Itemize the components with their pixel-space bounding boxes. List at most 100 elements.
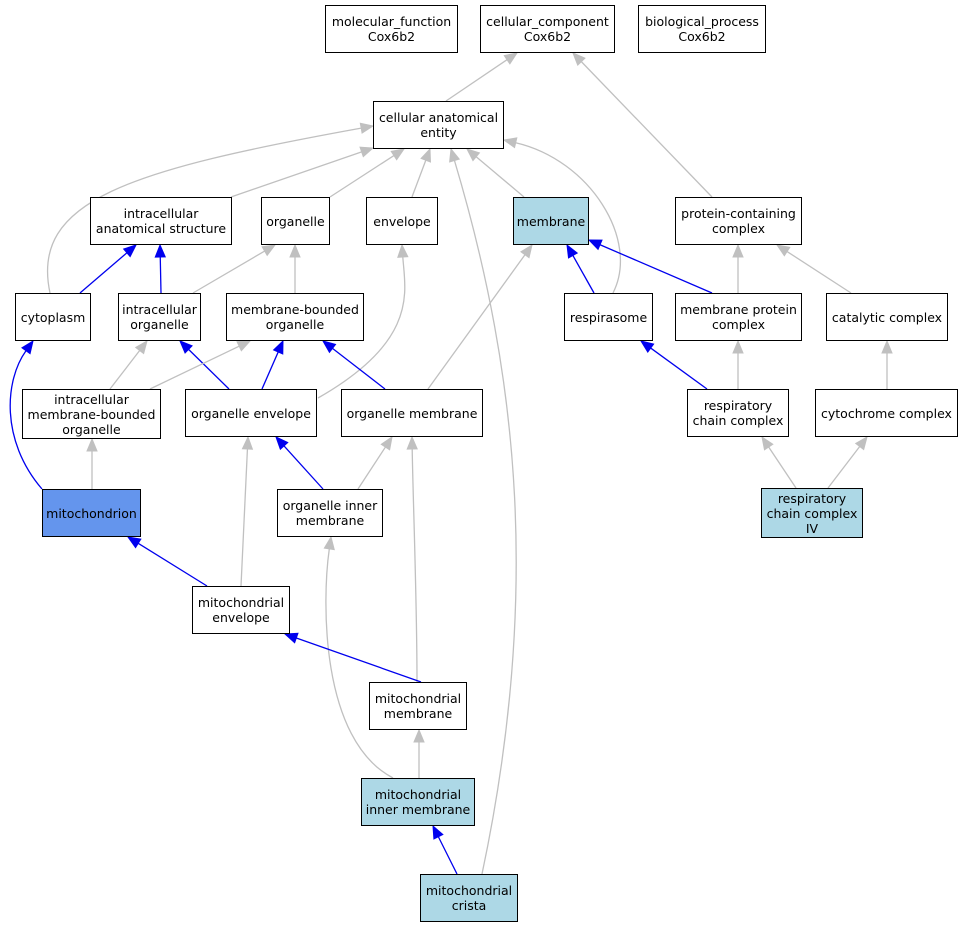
node-intracellular-organelle[interactable]: intracellular organelle [118, 293, 201, 341]
edge-line [580, 61, 713, 198]
node-mitochondrial-crista[interactable]: mitochondrial crista [420, 874, 518, 922]
node-cellular-component[interactable]: cellular_component Cox6b2 [480, 5, 615, 53]
edge-omem-to-mbo-part_of [321, 340, 386, 390]
edge-ias-to-cae-is_a [230, 146, 375, 198]
edge-line [192, 250, 265, 294]
edge-arrowhead [236, 340, 252, 352]
node-biological-process[interactable]: biological_process Cox6b2 [638, 5, 766, 53]
edge-line [599, 244, 713, 294]
node-respiratory-chain-complex[interactable]: respiratory chain complex [687, 389, 789, 437]
edge-arrowhead [86, 437, 98, 452]
edge-mcrista-to-mim-part_of [432, 824, 458, 875]
edge-arrowhead [466, 148, 481, 162]
edge-line [159, 256, 162, 294]
edge-line [109, 350, 141, 390]
edge-line [137, 542, 208, 587]
edge-oim-to-oenv-part_of [275, 436, 324, 490]
node-protein-containing-complex[interactable]: protein-containing complex [675, 197, 802, 245]
edge-line [453, 160, 517, 875]
edge-arrowhead [881, 339, 893, 354]
edge-line [427, 254, 526, 390]
edge-respirasome-to-membrane-part_of [566, 243, 595, 294]
edge-arrowhead [420, 147, 431, 163]
edge-line [827, 446, 861, 489]
edge-arrowhead [397, 243, 409, 258]
node-mitochondrial-membrane[interactable]: mitochondrial membrane [369, 682, 467, 730]
edge-mmem-to-omem-is_a [406, 435, 418, 683]
node-mitochondrial-envelope[interactable]: mitochondrial envelope [192, 586, 290, 634]
edge-imbo-to-io-is_a [109, 339, 148, 390]
edge-line [188, 348, 230, 390]
edge-arrowhead [449, 147, 461, 163]
node-cytochrome-complex[interactable]: cytochrome complex [815, 389, 958, 437]
edge-arrowhead [321, 340, 337, 354]
edge-menv-to-oenv-is_a [240, 435, 254, 587]
edge-arrowhead [275, 436, 289, 451]
node-molecular-function[interactable]: molecular_function Cox6b2 [325, 5, 458, 53]
edge-arrowhead [179, 340, 193, 354]
node-organelle-envelope[interactable]: organelle envelope [185, 389, 317, 437]
node-mitochondrion[interactable]: mitochondrion [42, 489, 141, 537]
edge-line [325, 548, 394, 779]
edge-line [411, 160, 427, 198]
edge-imbo-to-mbo-is_a [149, 340, 252, 390]
edge-arrowhead [272, 339, 284, 355]
edge-arrowhead [21, 339, 34, 355]
edge-line [240, 448, 249, 587]
node-membrane[interactable]: membrane [513, 197, 589, 245]
edge-line [786, 250, 852, 294]
edge-arrowhead [639, 340, 655, 354]
node-intracellular-anatomical-structure[interactable]: intracellular anatomical structure [90, 197, 232, 245]
edge-line [296, 637, 422, 683]
edge-mito-to-cytoplasm-part_of [9, 339, 43, 490]
node-respirasome[interactable]: respirasome [564, 293, 653, 341]
node-cellular-anatomical-entity[interactable]: cellular anatomical entity [373, 101, 504, 149]
edge-cytoplasm-to-cae-is_a [46, 122, 375, 294]
edge-arrowhead [587, 239, 603, 251]
edge-line [149, 345, 240, 390]
edge-line [317, 256, 406, 399]
edge-line [475, 156, 525, 198]
edge-line [230, 151, 362, 198]
edge-arrowhead [503, 52, 519, 65]
node-organelle[interactable]: organelle [261, 197, 330, 245]
node-respiratory-chain-complex-iv[interactable]: respiratory chain complex IV [761, 488, 863, 538]
edge-mpc-to-membrane-part_of [587, 239, 713, 294]
node-organelle-inner-membrane[interactable]: organelle inner membrane [277, 489, 383, 537]
edge-arrowhead [241, 435, 254, 450]
edge-arrowhead [283, 632, 299, 644]
edge-line [9, 350, 43, 490]
edge-arrowhead [502, 137, 518, 149]
edge-line [357, 446, 386, 490]
edge-envelope-to-cae-is_a [411, 147, 431, 198]
edge-arrowhead [732, 243, 744, 258]
node-mitochondrial-inner-membrane[interactable]: mitochondrial inner membrane [361, 778, 475, 826]
edge-line [261, 351, 279, 390]
node-membrane-bounded-organelle[interactable]: membrane-bounded organelle [226, 293, 364, 341]
node-intracellular-membrane-bounded-organelle[interactable]: intracellular membrane-bounded organelle [22, 389, 161, 439]
node-membrane-protein-complex[interactable]: membrane protein complex [675, 293, 802, 341]
edge-arrowhead [359, 122, 375, 134]
edge-line [445, 59, 508, 102]
edge-line [329, 154, 395, 198]
node-catalytic-complex[interactable]: catalytic complex [826, 293, 948, 341]
edge-cytc-to-catc-is_a [881, 339, 893, 389]
node-cytoplasm[interactable]: cytoplasm [15, 293, 91, 341]
edge-arrowhead [122, 244, 137, 258]
edge-line [515, 142, 622, 294]
edge-oim-to-omem-is_a [357, 435, 393, 490]
edge-arrowhead [380, 435, 393, 451]
node-organelle-membrane[interactable]: organelle membrane [341, 389, 483, 437]
edge-oenv-to-io-part_of [179, 340, 230, 390]
node-envelope[interactable]: envelope [366, 197, 438, 245]
edge-arrowhead [261, 244, 277, 257]
edge-rcc4-to-cytc-is_a [827, 435, 868, 489]
edge-line [332, 347, 386, 390]
edge-arrowhead [323, 535, 335, 551]
edge-line [46, 127, 362, 294]
edge-organelle-to-cae-is_a [329, 148, 406, 198]
edge-arrowhead [572, 52, 586, 66]
edge-line [283, 445, 324, 490]
